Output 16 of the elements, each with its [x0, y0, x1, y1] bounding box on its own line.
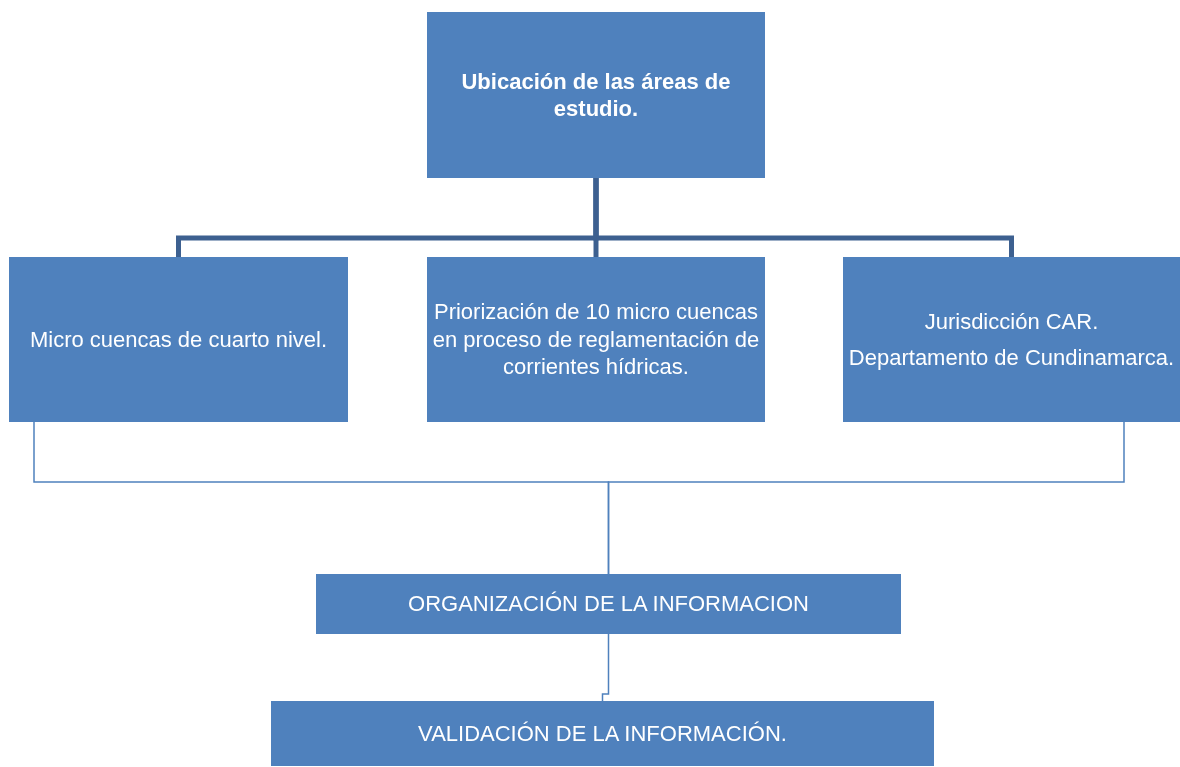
- connector-line: [593, 178, 1014, 257]
- box-text: Micro cuencas de cuarto nivel.: [29, 325, 328, 354]
- box-text: Priorización de 10 micro cuencas en proceso de reglamentación de corrientes hídricas.: [431, 298, 761, 381]
- process-box: [427, 257, 765, 422]
- box-text: VALIDACIÓN DE LA INFORMACIÓN.: [418, 719, 787, 748]
- process-box: [843, 257, 1180, 422]
- process-box: [316, 574, 901, 634]
- process-box: [271, 701, 934, 766]
- connector-line: [601, 633, 610, 702]
- process-box: [427, 12, 765, 178]
- process-box: [9, 257, 348, 422]
- box-text: ORGANIZACIÓN DE LA INFORMACION: [408, 590, 809, 618]
- box-text: Ubicación de las áreas de estudio.: [460, 67, 732, 123]
- connector-line: [607, 421, 1125, 575]
- box-text: Departamento de Cundinamarca.: [848, 343, 1175, 371]
- box-text: Jurisdicción CAR.: [924, 308, 1099, 336]
